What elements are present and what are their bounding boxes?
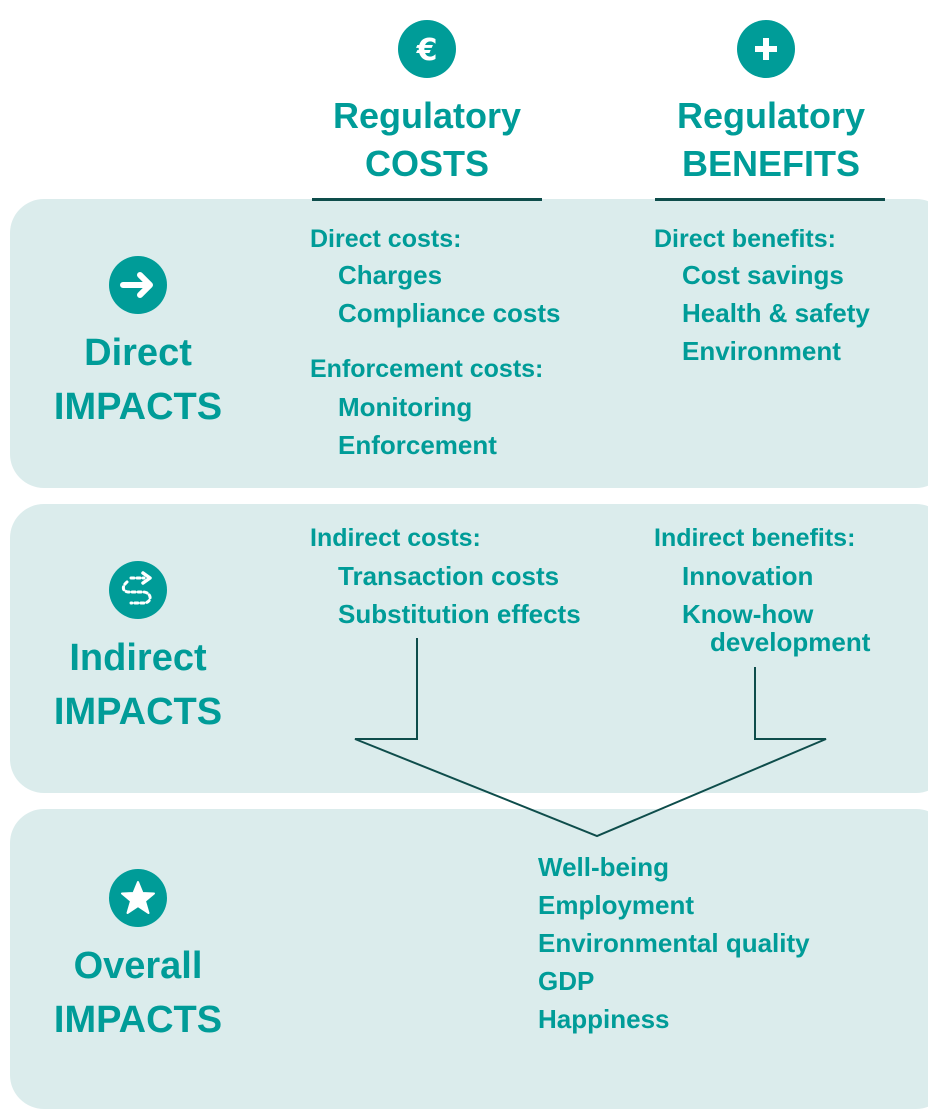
euro-icon: € (398, 20, 456, 78)
overall-impacts-list: Well-being Employment Environmental qual… (538, 848, 810, 1038)
list-item: Charges (338, 260, 443, 290)
list-item: Environmental quality (538, 928, 810, 958)
indirect-title-line2: IMPACTS (53, 691, 223, 733)
benefits-column-title: Regulatory BENEFITS (636, 92, 906, 188)
direct-impacts-title: Direct IMPACTS (8, 326, 268, 434)
list-item: Employment (538, 890, 695, 920)
indirect-title-line1: Indirect (69, 637, 207, 679)
costs-underline (312, 198, 542, 201)
benefits-title-line2: BENEFITS (681, 143, 860, 184)
list-item: Health & safety (682, 298, 870, 328)
list-item: Happiness (538, 1004, 670, 1034)
costs-title-line1: Regulatory (332, 95, 522, 136)
overall-impacts-panel (10, 809, 928, 1109)
list-item: Monitoring (338, 392, 473, 422)
list-item: Cost savings (682, 260, 844, 290)
list-item: Enforcement (338, 430, 497, 460)
costs-column-title: Regulatory COSTS (292, 92, 562, 188)
list-item: Compliance costs (338, 298, 561, 328)
list-item: development (710, 627, 871, 657)
list-item: Environment (682, 336, 841, 366)
indirect-benefits-heading: Indirect benefits: (654, 524, 856, 552)
indirect-costs-heading: Indirect costs: (310, 524, 481, 552)
winding-path-icon (109, 561, 167, 619)
benefits-underline (655, 198, 885, 201)
list-item: Well-being (538, 852, 669, 882)
direct-benefits-heading: Direct benefits: (654, 225, 836, 253)
direct-title-line2: IMPACTS (53, 386, 223, 428)
indirect-costs-list: Transaction costs Substitution effects (338, 557, 581, 633)
list-item: Transaction costs (338, 561, 560, 591)
direct-benefits-list: Cost savings Health & safety Environment (682, 256, 870, 370)
indirect-benefits-list: Innovation Know-how development (682, 557, 870, 661)
indirect-impacts-panel (10, 504, 928, 793)
costs-title-line2: COSTS (364, 143, 489, 184)
overall-title-line1: Overall (73, 945, 203, 987)
list-item: Innovation (682, 561, 814, 591)
overall-impacts-title: Overall IMPACTS (8, 939, 268, 1047)
overall-title-line2: IMPACTS (53, 999, 223, 1041)
benefits-title-line1: Regulatory (676, 95, 866, 136)
direct-costs-heading: Direct costs: (310, 225, 462, 253)
list-item: GDP (538, 966, 595, 996)
direct-title-line1: Direct (84, 332, 192, 374)
plus-icon (737, 20, 795, 78)
list-item: Substitution effects (338, 599, 581, 629)
arrow-right-icon (109, 256, 167, 314)
indirect-impacts-title: Indirect IMPACTS (8, 631, 268, 739)
direct-impacts-panel (10, 199, 928, 488)
svg-text:€: € (416, 33, 438, 68)
star-icon (109, 869, 167, 927)
list-item: Know-how (682, 599, 814, 629)
enforcement-costs-heading: Enforcement costs: (310, 355, 544, 383)
direct-costs-list: Charges Compliance costs (338, 256, 561, 332)
enforcement-costs-list: Monitoring Enforcement (338, 388, 497, 464)
